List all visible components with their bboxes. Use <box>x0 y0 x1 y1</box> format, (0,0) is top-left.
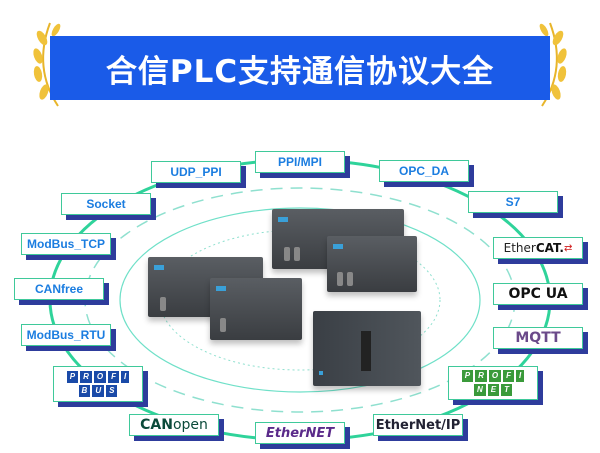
protocol-mqtt-logo: MQTT <box>493 327 583 349</box>
logo-letter: R <box>475 370 487 382</box>
logo-letter: P <box>461 370 474 382</box>
inner-dotted-ring <box>159 229 441 371</box>
plc-device <box>210 278 302 340</box>
page-title: 合信PLC支持通信协议大全 <box>105 53 495 90</box>
protocol-canfree: CANfree <box>14 278 104 300</box>
protocol-ethernet-logo: EtherNET <box>255 422 345 444</box>
arrows-icon: ⇄ <box>563 242 573 254</box>
logo-letter: E <box>487 384 500 396</box>
protocol-s7: S7 <box>468 191 558 213</box>
logo-letter: U <box>92 385 105 397</box>
logo-letter: I <box>121 371 130 383</box>
logo-letter: I <box>516 370 525 382</box>
logo-letter: F <box>108 371 119 383</box>
logo-letter: O <box>93 371 107 383</box>
logo-letter: S <box>106 385 118 397</box>
protocol-opcua-logo: OPC UA <box>493 283 583 305</box>
protocol-modbus-tcp: ModBus_TCP <box>21 233 111 255</box>
logo-letter: N <box>473 384 486 396</box>
protocol-ethernet-ip-logo: EtherNet/IP <box>373 414 463 436</box>
logo-letter: T <box>501 384 512 396</box>
logo-letter: B <box>78 385 91 397</box>
logo-letter: F <box>503 370 514 382</box>
protocol-ppi-mpi: PPI/MPI <box>255 151 345 173</box>
protocol-opc-da: OPC_DA <box>379 160 469 182</box>
protocol-udp-ppi: UDP_PPI <box>151 161 241 183</box>
protocol-socket: Socket <box>61 193 151 215</box>
inner-ring <box>119 207 481 393</box>
modular-plc-device <box>313 311 421 386</box>
logo-letter: P <box>66 371 79 383</box>
plc-device <box>327 236 417 292</box>
logo-letter: O <box>488 370 502 382</box>
logo-letter: R <box>80 371 92 383</box>
protocol-modbus-rtu: ModBus_RTU <box>21 324 111 346</box>
title-banner: 合信PLC支持通信协议大全 <box>50 36 550 100</box>
